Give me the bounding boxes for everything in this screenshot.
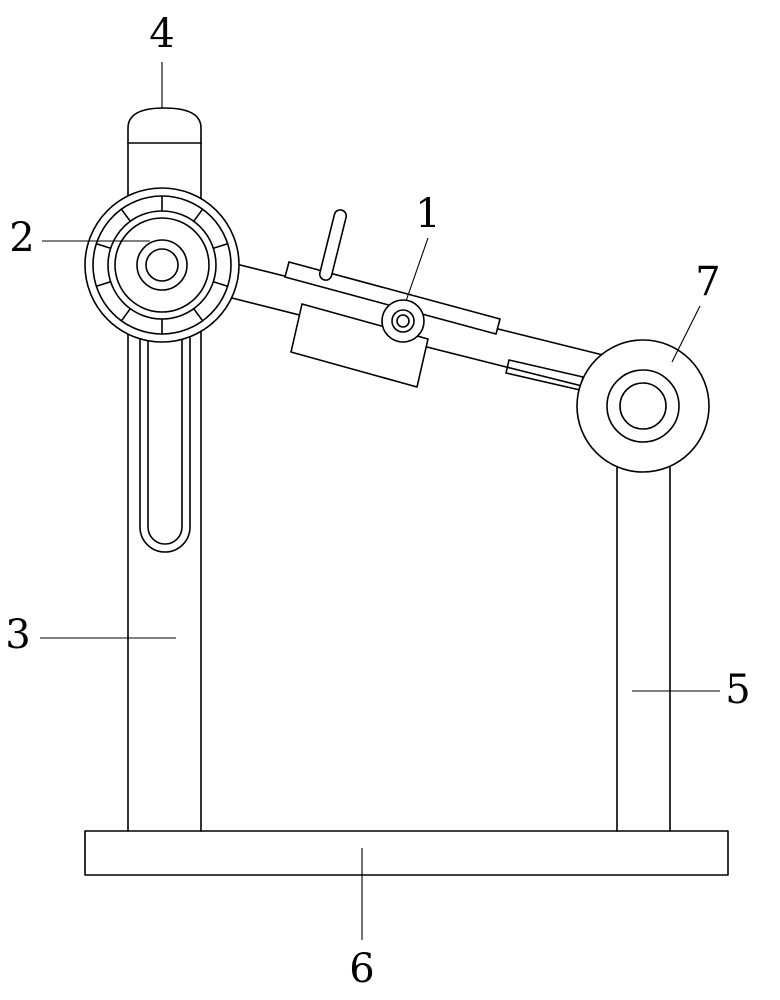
base-plate	[84, 830, 729, 876]
wheel-spoke	[120, 208, 132, 223]
leader-1	[405, 237, 429, 302]
arm-slot	[505, 359, 584, 391]
wheel-assembly	[84, 187, 240, 343]
label-part-1: 1	[415, 191, 440, 237]
pivot-wheel-inner	[619, 382, 667, 430]
wheel-spoke	[212, 280, 229, 288]
wheel-spoke	[212, 242, 229, 250]
part-labels: 4 2 1 7 3 5 6	[5, 11, 750, 992]
wheel-spoke	[95, 242, 112, 250]
clamp-plate	[284, 261, 501, 335]
clamp-knob-inner	[396, 314, 410, 328]
label-part-3: 3	[5, 612, 30, 658]
clamp-assembly	[284, 209, 501, 388]
wheel-spokes	[95, 195, 229, 335]
left-post-slot	[139, 337, 191, 553]
leader-lines	[40, 62, 720, 940]
label-part-7: 7	[695, 259, 720, 305]
top-cap	[127, 107, 202, 144]
label-part-6: 6	[349, 946, 374, 992]
wheel-spoke	[192, 208, 204, 223]
label-part-5: 5	[725, 667, 750, 713]
right-post	[616, 462, 671, 832]
leader-7	[671, 305, 701, 363]
pivot-wheel	[576, 339, 710, 473]
wheel-axle	[145, 248, 179, 282]
label-part-2: 2	[9, 215, 34, 261]
wheel-spoke	[120, 307, 132, 322]
wheel-hub	[136, 239, 188, 291]
clamp-knob-mid	[391, 309, 415, 333]
clamp-handle	[318, 209, 348, 281]
wheel-spoke	[95, 280, 112, 288]
label-part-4: 4	[149, 11, 174, 57]
wheel-spoke	[192, 307, 204, 322]
left-post-slot-inner	[147, 337, 183, 545]
pivot-wheel-mid	[606, 369, 680, 443]
